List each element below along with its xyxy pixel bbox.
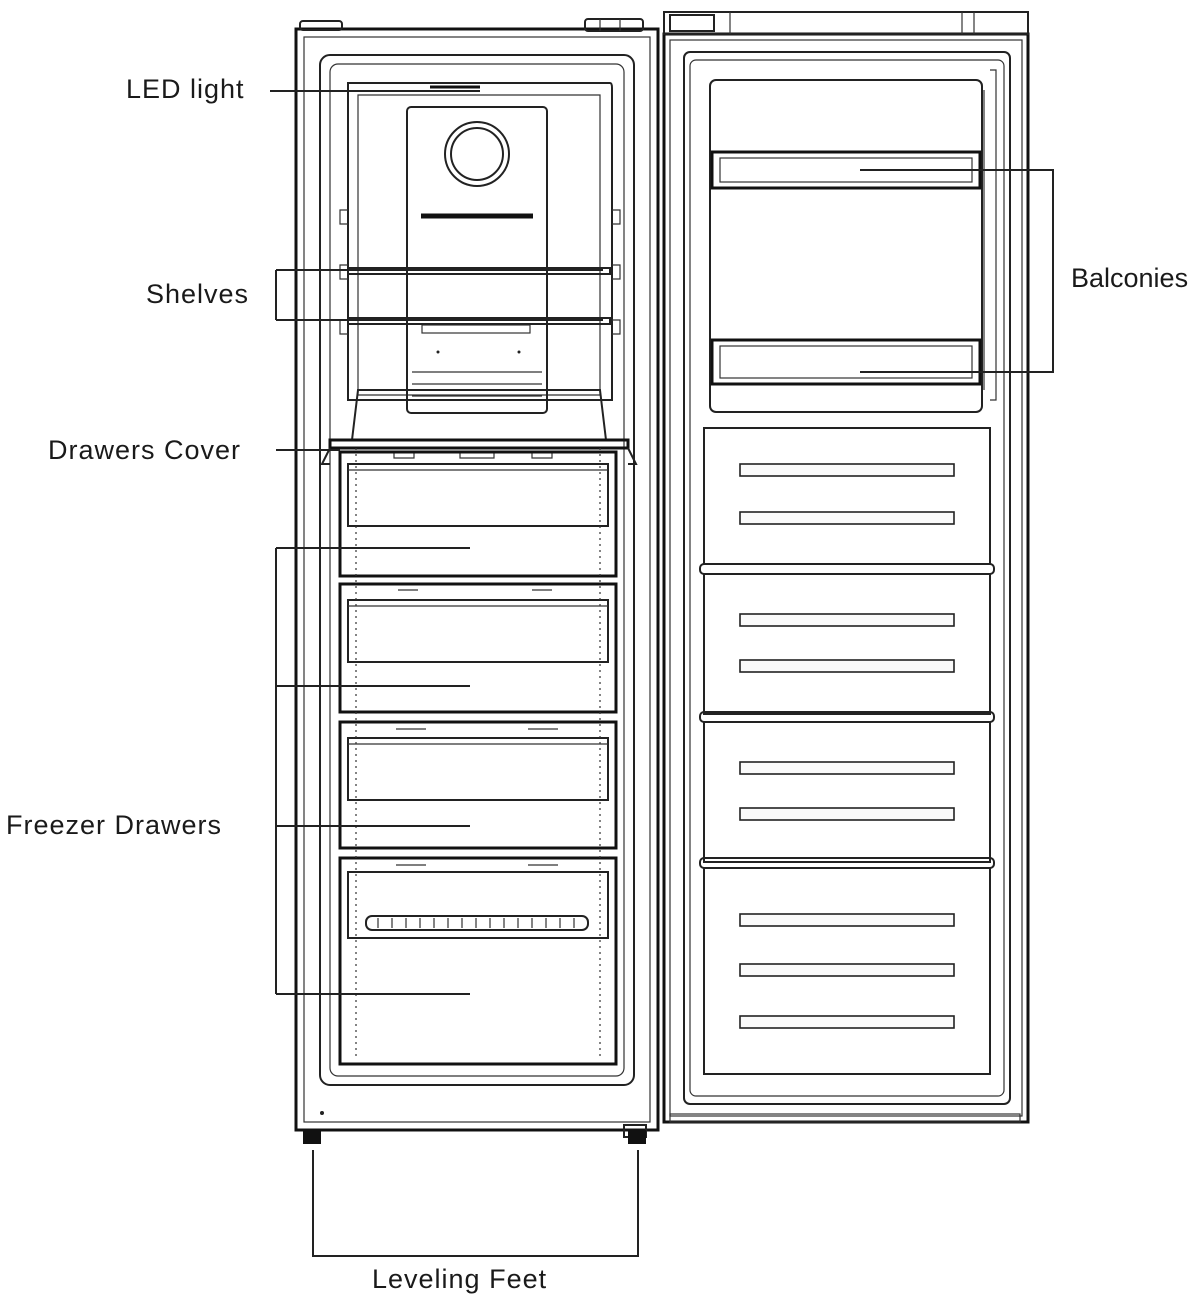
label-drawers-cover: Drawers Cover [48,435,242,465]
balcony-lower [710,338,982,386]
label-shelves: Shelves [146,279,250,309]
leveling-feet [303,1111,647,1144]
label-freezer-drawers: Freezer Drawers [6,810,223,840]
label-balconies: Balconies [1071,263,1189,293]
callout-lines [270,90,1054,1257]
door-rail [739,761,955,775]
freezer-drawer [338,720,618,850]
door-rail [739,1015,955,1029]
door-rail [739,659,955,673]
leveling-foot-left [303,1130,321,1144]
leveling-foot-right [628,1130,646,1144]
cabinet-body [294,18,660,1132]
door-rail [739,463,955,477]
door-rail [739,913,955,927]
drawers-cover [320,389,638,465]
door-rail [739,511,955,525]
freezer-drawer [338,856,618,1066]
door-upper-liner [709,69,997,413]
door-drawer-zones [699,427,995,1075]
freezer-drawers [338,448,618,1066]
shelves-bracket [275,269,603,321]
door [662,11,1030,1124]
balconies-bracket [860,169,1054,373]
air-duct-panel [406,106,548,414]
shelves [347,267,611,325]
fan-vent [444,121,510,187]
leveling-feet-bracket [312,1150,639,1257]
upper-compartment [339,82,621,401]
door-rail [739,807,955,821]
door-rail [739,963,955,977]
freezer-drawer [338,450,618,578]
label-led-light: LED light [126,74,245,104]
freezer-drawer [338,582,618,714]
label-leveling-feet: Leveling Feet [372,1264,548,1294]
freezer-drawers-bracket [275,547,470,995]
balconies [710,150,982,386]
door-rail [739,613,955,627]
